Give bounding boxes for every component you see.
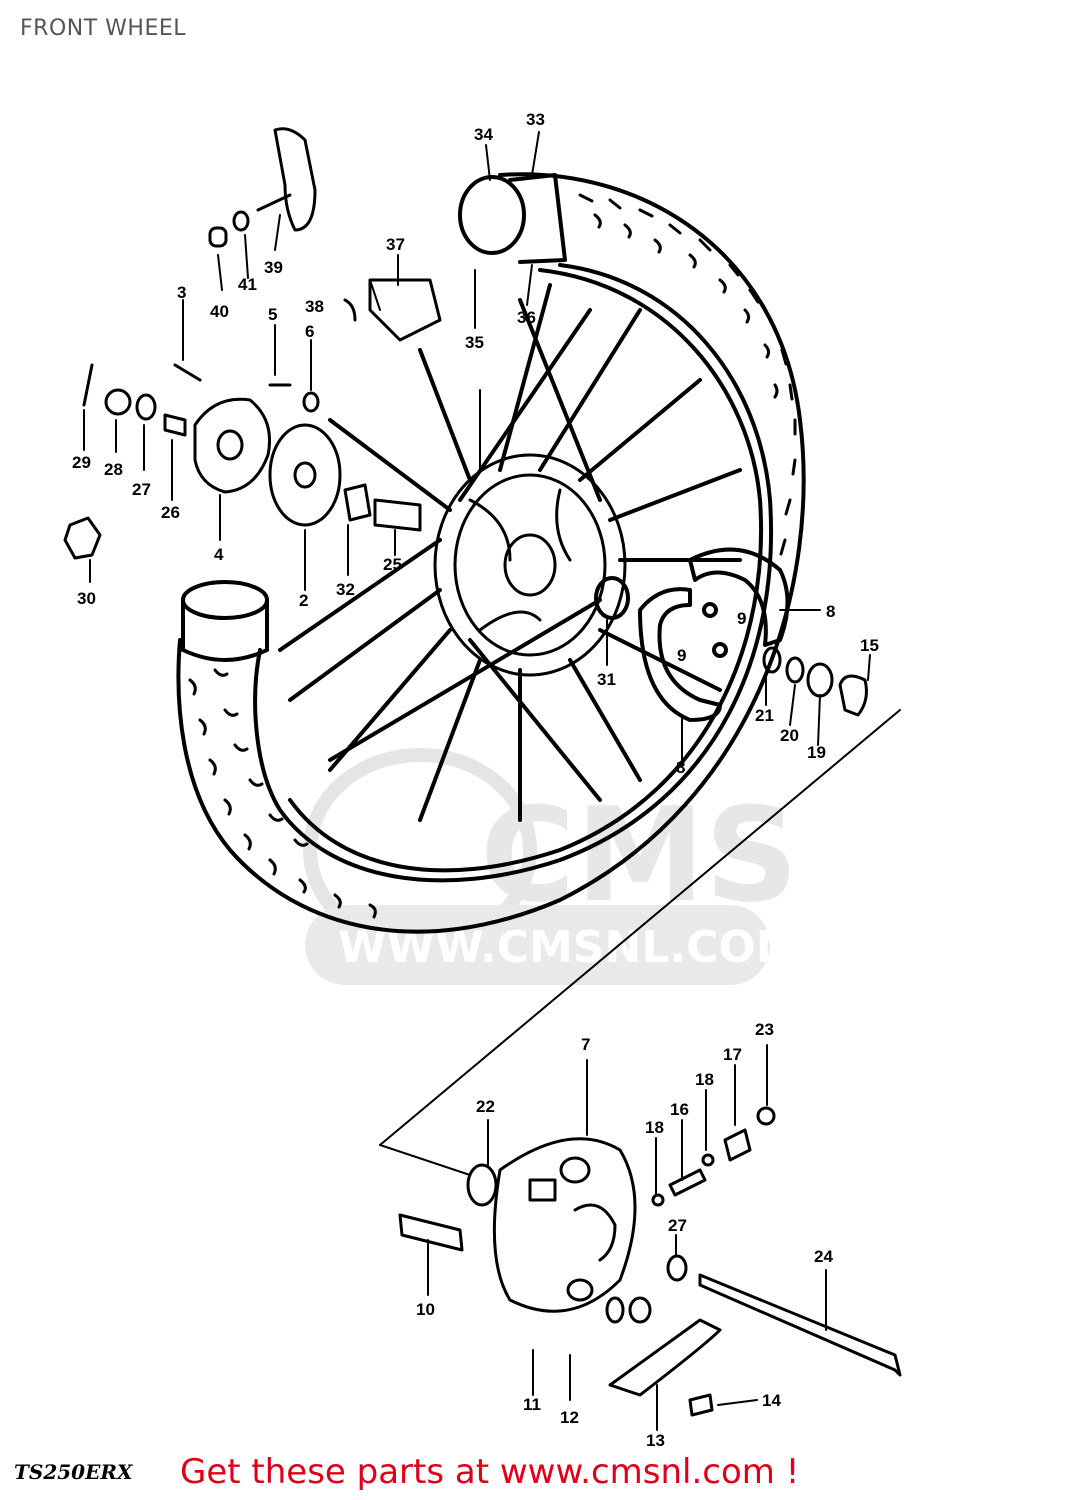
callout-31: 31 xyxy=(597,670,616,689)
watermark: CMS WWW.CMSNL.COM xyxy=(303,748,800,985)
callout-9-a: 9 xyxy=(737,609,746,628)
callout-10: 10 xyxy=(416,1300,435,1319)
callout-11: 11 xyxy=(523,1395,541,1414)
callout-40: 40 xyxy=(210,302,229,321)
callout-8-bottom: 8 xyxy=(676,758,685,777)
callout-38: 38 xyxy=(305,297,324,316)
left-hardware xyxy=(63,127,442,560)
callout-25: 25 xyxy=(383,555,402,574)
callout-26: 26 xyxy=(161,503,180,522)
callout-5: 5 xyxy=(268,305,277,324)
callout-30: 30 xyxy=(77,589,96,608)
callout-14: 14 xyxy=(762,1391,781,1410)
footer-parts-link[interactable]: Get these parts at www.cmsnl.com ! xyxy=(180,1452,800,1492)
callout-33: 33 xyxy=(526,110,545,129)
model-code-label: TS250ERX xyxy=(14,1460,133,1484)
callout-15: 15 xyxy=(860,636,879,655)
callout-6: 6 xyxy=(305,322,314,341)
callout-39: 39 xyxy=(264,258,283,277)
callout-2: 2 xyxy=(299,591,308,610)
callout-22: 22 xyxy=(476,1097,495,1116)
callout-13: 13 xyxy=(646,1431,665,1450)
callout-23: 23 xyxy=(755,1020,774,1039)
callout-18-b: 18 xyxy=(645,1118,664,1137)
callout-19: 19 xyxy=(807,743,826,762)
callout-12: 12 xyxy=(560,1408,579,1427)
callout-34: 34 xyxy=(474,125,493,144)
page-title: FRONT WHEEL xyxy=(20,16,186,41)
tube-ends xyxy=(181,173,567,662)
callout-7: 7 xyxy=(581,1035,590,1054)
brake-shoes xyxy=(594,547,790,722)
callout-4: 4 xyxy=(214,545,224,564)
callout-18-a: 18 xyxy=(695,1070,714,1089)
callout-36: 36 xyxy=(517,308,536,327)
right-hardware xyxy=(762,646,868,717)
callout-37: 37 xyxy=(386,235,405,254)
callout-21: 21 xyxy=(755,706,774,725)
brake-panel xyxy=(398,1106,902,1417)
leader-lines xyxy=(83,131,901,1431)
callout-27-b: 27 xyxy=(668,1216,687,1235)
tire xyxy=(176,172,806,934)
callout-41: 41 xyxy=(238,275,257,294)
callout-32: 32 xyxy=(336,580,355,599)
callout-20: 20 xyxy=(780,726,799,745)
callout-8-top: 8 xyxy=(826,602,835,621)
callouts: 33 34 37 38 36 35 39 40 41 3 5 6 29 28 2… xyxy=(72,110,879,1450)
callout-9-b: 9 xyxy=(677,646,686,665)
callout-27: 27 xyxy=(132,480,151,499)
callout-35: 35 xyxy=(465,333,484,352)
callout-16: 16 xyxy=(670,1100,689,1119)
hub-and-spokes xyxy=(278,283,742,822)
callout-3: 3 xyxy=(177,283,186,302)
callout-24: 24 xyxy=(814,1247,833,1266)
callout-28: 28 xyxy=(104,460,123,479)
callout-17: 17 xyxy=(723,1045,742,1064)
callout-29: 29 xyxy=(72,453,91,472)
